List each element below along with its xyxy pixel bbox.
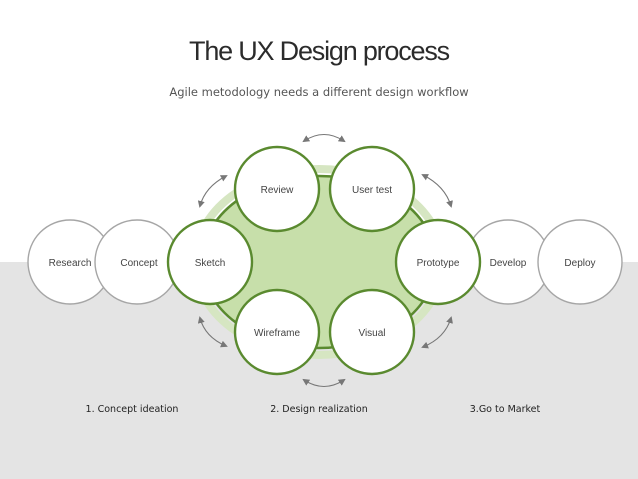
- arrow-user-test-prototype: [421, 174, 453, 208]
- wireframe-node: [233, 288, 321, 376]
- page-subtitle: Agile metodology needs a different desig…: [169, 85, 468, 99]
- arrow-review-user-test: [302, 133, 346, 143]
- arrow-prototype-visual: [421, 316, 453, 349]
- arrow-sketch-review: [197, 175, 228, 208]
- visual-node: [328, 288, 416, 376]
- user-test-label: User test: [352, 185, 392, 196]
- wireframe-label: Wireframe: [254, 328, 301, 339]
- sketch-node: [166, 218, 254, 306]
- deploy-label: Deploy: [564, 258, 595, 269]
- arrow-wireframe-sketch: [197, 316, 228, 348]
- page-title: The UX Design process: [189, 36, 450, 66]
- sketch-label: Sketch: [195, 258, 226, 269]
- concept-label: Concept: [120, 258, 157, 269]
- prototype-node: [394, 218, 482, 306]
- deploy-node: [537, 219, 623, 305]
- phase-concept-ideation: 1. Concept ideation: [86, 404, 179, 415]
- arrow-visual-wireframe: [302, 378, 346, 388]
- review-label: Review: [261, 185, 295, 196]
- visual-label: Visual: [358, 328, 385, 339]
- user-test-node: [328, 145, 416, 233]
- review-node: [233, 145, 321, 233]
- phase-go-to-market: 3.Go to Market: [470, 404, 541, 415]
- develop-label: Develop: [490, 258, 527, 269]
- research-label: Research: [49, 258, 92, 269]
- phase-design-realization: 2. Design realization: [270, 404, 368, 415]
- prototype-label: Prototype: [417, 258, 460, 269]
